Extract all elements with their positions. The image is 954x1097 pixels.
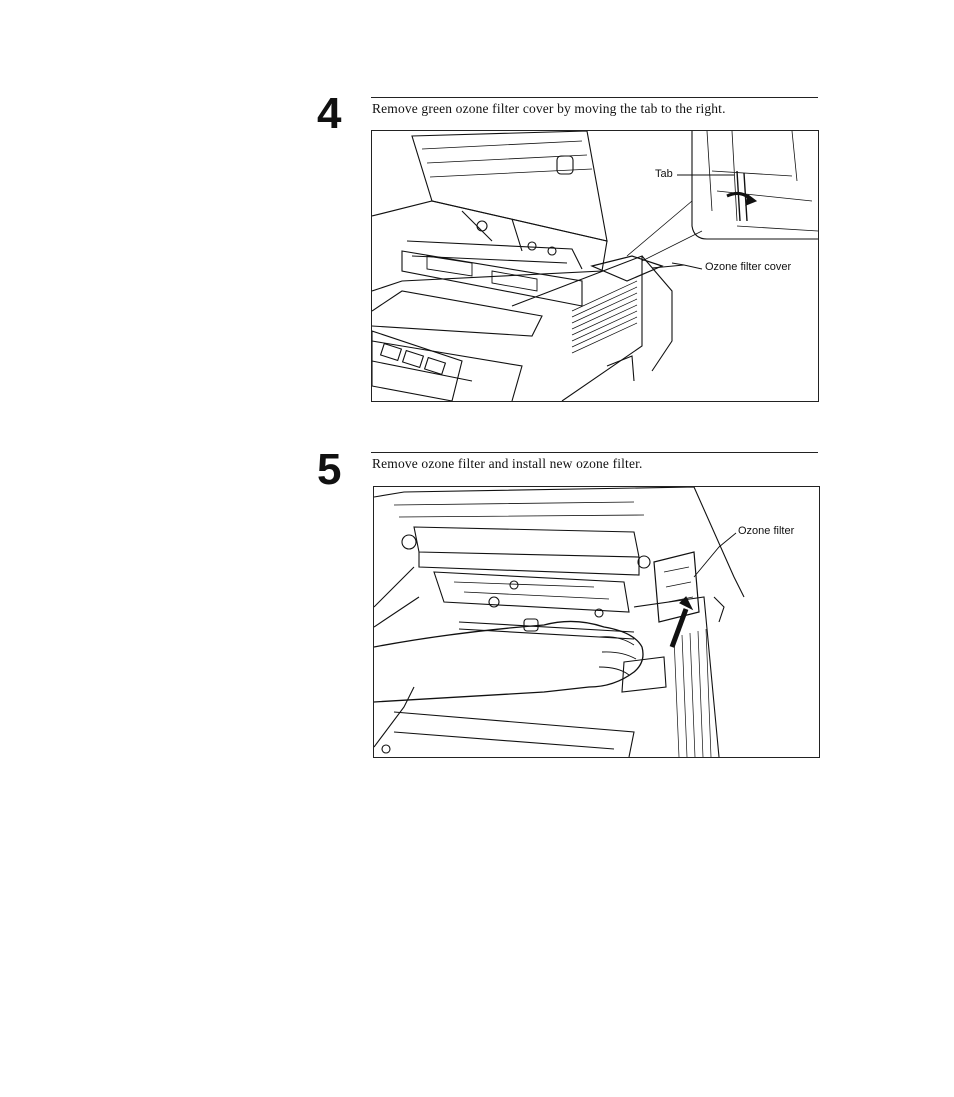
- step-5-instruction: Remove ozone filter and install new ozon…: [372, 456, 643, 472]
- step-4-number: 4: [317, 92, 341, 136]
- step-5-number: 5: [317, 448, 341, 492]
- step-4-instruction: Remove green ozone filter cover by movin…: [372, 101, 726, 117]
- step-4-divider: [371, 97, 818, 98]
- ozone-filter-callout-label: Ozone filter: [737, 525, 795, 537]
- step-4-illustration: Tab Ozone filter cover: [371, 130, 819, 402]
- step-5-divider: [371, 452, 818, 453]
- tab-callout-label: Tab: [654, 168, 674, 180]
- ozone-filter-cover-callout-label: Ozone filter cover: [704, 261, 792, 273]
- step-5-illustration: Ozone filter: [373, 486, 820, 758]
